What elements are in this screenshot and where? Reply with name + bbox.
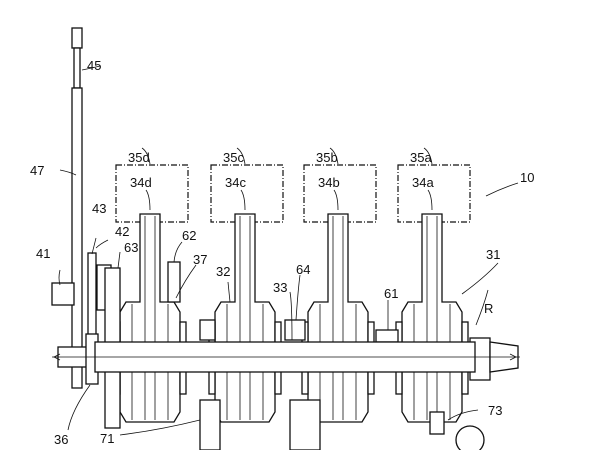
label-47: 47 bbox=[30, 163, 44, 178]
crank-unit-34c: 35c 34c bbox=[208, 147, 284, 423]
label-43: 43 bbox=[92, 201, 106, 216]
label-31: 31 bbox=[486, 247, 500, 262]
label-36: 36 bbox=[54, 432, 68, 447]
label-61: 61 bbox=[384, 286, 398, 301]
label-34d: 34d bbox=[130, 175, 152, 190]
label-73: 73 bbox=[488, 403, 502, 418]
label-45: 45 bbox=[87, 58, 101, 73]
label-64: 64 bbox=[296, 262, 310, 277]
label-34a: 34a bbox=[412, 175, 434, 190]
label-35c: 35c bbox=[223, 150, 244, 165]
label-62: 62 bbox=[182, 228, 196, 243]
axis-arrow-icons bbox=[53, 353, 517, 361]
label-63: 63 bbox=[124, 240, 138, 255]
vertical-shaft bbox=[71, 27, 83, 389]
label-37: 37 bbox=[193, 252, 207, 267]
label-R: R bbox=[484, 301, 493, 316]
crank-unit-34a: 35a 34a bbox=[395, 147, 471, 423]
crank-web bbox=[214, 213, 276, 423]
leader-line bbox=[240, 189, 246, 211]
leader-line bbox=[329, 147, 339, 165]
leader-line bbox=[141, 147, 151, 165]
label-35d: 35d bbox=[128, 150, 150, 165]
label-34c: 34c bbox=[225, 175, 246, 190]
leader-lines bbox=[58, 65, 519, 436]
label-32: 32 bbox=[216, 264, 230, 279]
leader-line bbox=[333, 189, 339, 211]
crank-web bbox=[307, 213, 369, 423]
lower-parts bbox=[199, 399, 485, 450]
crank-web bbox=[401, 213, 463, 423]
label-33: 33 bbox=[273, 280, 287, 295]
label-42: 42 bbox=[115, 224, 129, 239]
label-71: 71 bbox=[100, 431, 114, 446]
label-35a: 35a bbox=[410, 150, 432, 165]
label-34b: 34b bbox=[318, 175, 340, 190]
leader-line bbox=[427, 189, 433, 211]
leader-line bbox=[236, 147, 246, 165]
label-assembly: 10 bbox=[520, 170, 534, 185]
leader-line bbox=[423, 147, 433, 165]
label-35b: 35b bbox=[316, 150, 338, 165]
leader-line bbox=[145, 189, 151, 211]
crank-unit-34b: 35b 34b bbox=[301, 147, 377, 423]
label-41: 41 bbox=[36, 246, 50, 261]
